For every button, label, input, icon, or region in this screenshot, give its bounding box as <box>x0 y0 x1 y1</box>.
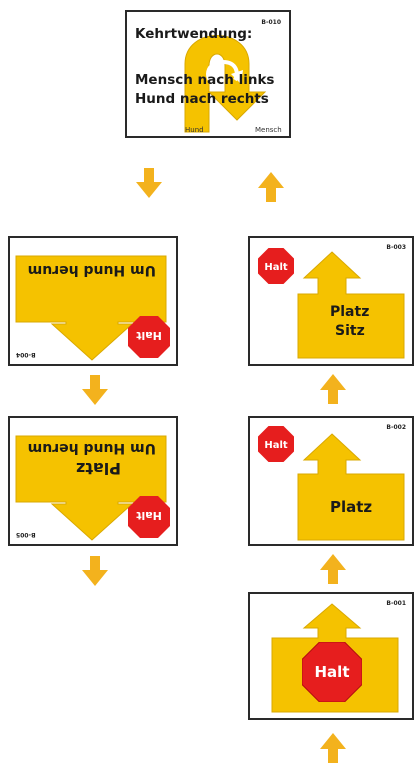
stop-sign-icon: Halt <box>128 496 170 538</box>
card-line-1: Platz <box>330 304 370 320</box>
arrow-up-sign-icon <box>297 433 405 541</box>
stop-sign-label: Halt <box>264 262 288 273</box>
stop-sign-label: Halt <box>315 663 350 681</box>
card-line-2: Platz <box>76 459 121 478</box>
card-b005-platz: Halt B-005 Platz Um Hund herum <box>8 416 178 546</box>
stop-sign-icon: Halt <box>302 642 362 702</box>
card-b002-platz: Halt B-002 Platz <box>248 416 414 546</box>
arrow-up-icon <box>320 554 346 584</box>
stop-sign-label: Halt <box>264 440 288 451</box>
stop-sign-icon: Halt <box>128 316 170 358</box>
card-code: B-005 <box>16 531 36 538</box>
card-line-2: Sitz <box>335 323 365 339</box>
card-code: B-003 <box>386 244 406 251</box>
card-b003-platz-sitz: Halt B-003 Platz Sitz <box>248 236 414 366</box>
arrow-down-icon <box>82 375 108 405</box>
arrow-up-icon <box>320 374 346 404</box>
footer-label-left: Hund <box>185 126 204 134</box>
stop-sign-label: Halt <box>136 329 162 342</box>
arrow-down-icon <box>136 168 162 198</box>
arrow-up-icon <box>320 733 346 763</box>
arrow-up-icon <box>258 172 284 202</box>
card-text: Platz <box>330 498 373 516</box>
card-line-2: Hund nach rechts <box>135 91 269 107</box>
card-code: B-010 <box>261 19 281 26</box>
card-text: Um Hund herum <box>27 262 156 278</box>
arrow-up-sign-icon <box>15 435 167 541</box>
card-b010-kehrtwendung: B-010 Kehrtwendung: Mensch nach links Hu… <box>125 10 291 138</box>
card-code: B-001 <box>386 600 406 607</box>
card-code: B-002 <box>386 424 406 431</box>
card-code: B-004 <box>16 351 36 358</box>
stop-sign-icon: Halt <box>258 426 294 462</box>
arrow-up-sign-icon <box>297 251 405 359</box>
card-b004-um-hund-herum: Halt B-004 Um Hund herum <box>8 236 178 366</box>
card-line-1: Um Hund herum <box>27 440 156 456</box>
card-b001-halt: Halt B-001 <box>248 592 414 720</box>
stop-sign-icon: Halt <box>258 248 294 284</box>
footer-label-right: Mensch <box>255 126 282 134</box>
card-title: Kehrtwendung: <box>135 26 253 42</box>
card-line-1: Mensch nach links <box>135 72 275 88</box>
u-turn-arrow-icon <box>184 35 267 133</box>
arrow-down-icon <box>82 556 108 586</box>
arrow-up-sign-icon <box>15 255 167 361</box>
stop-sign-label: Halt <box>136 509 162 522</box>
